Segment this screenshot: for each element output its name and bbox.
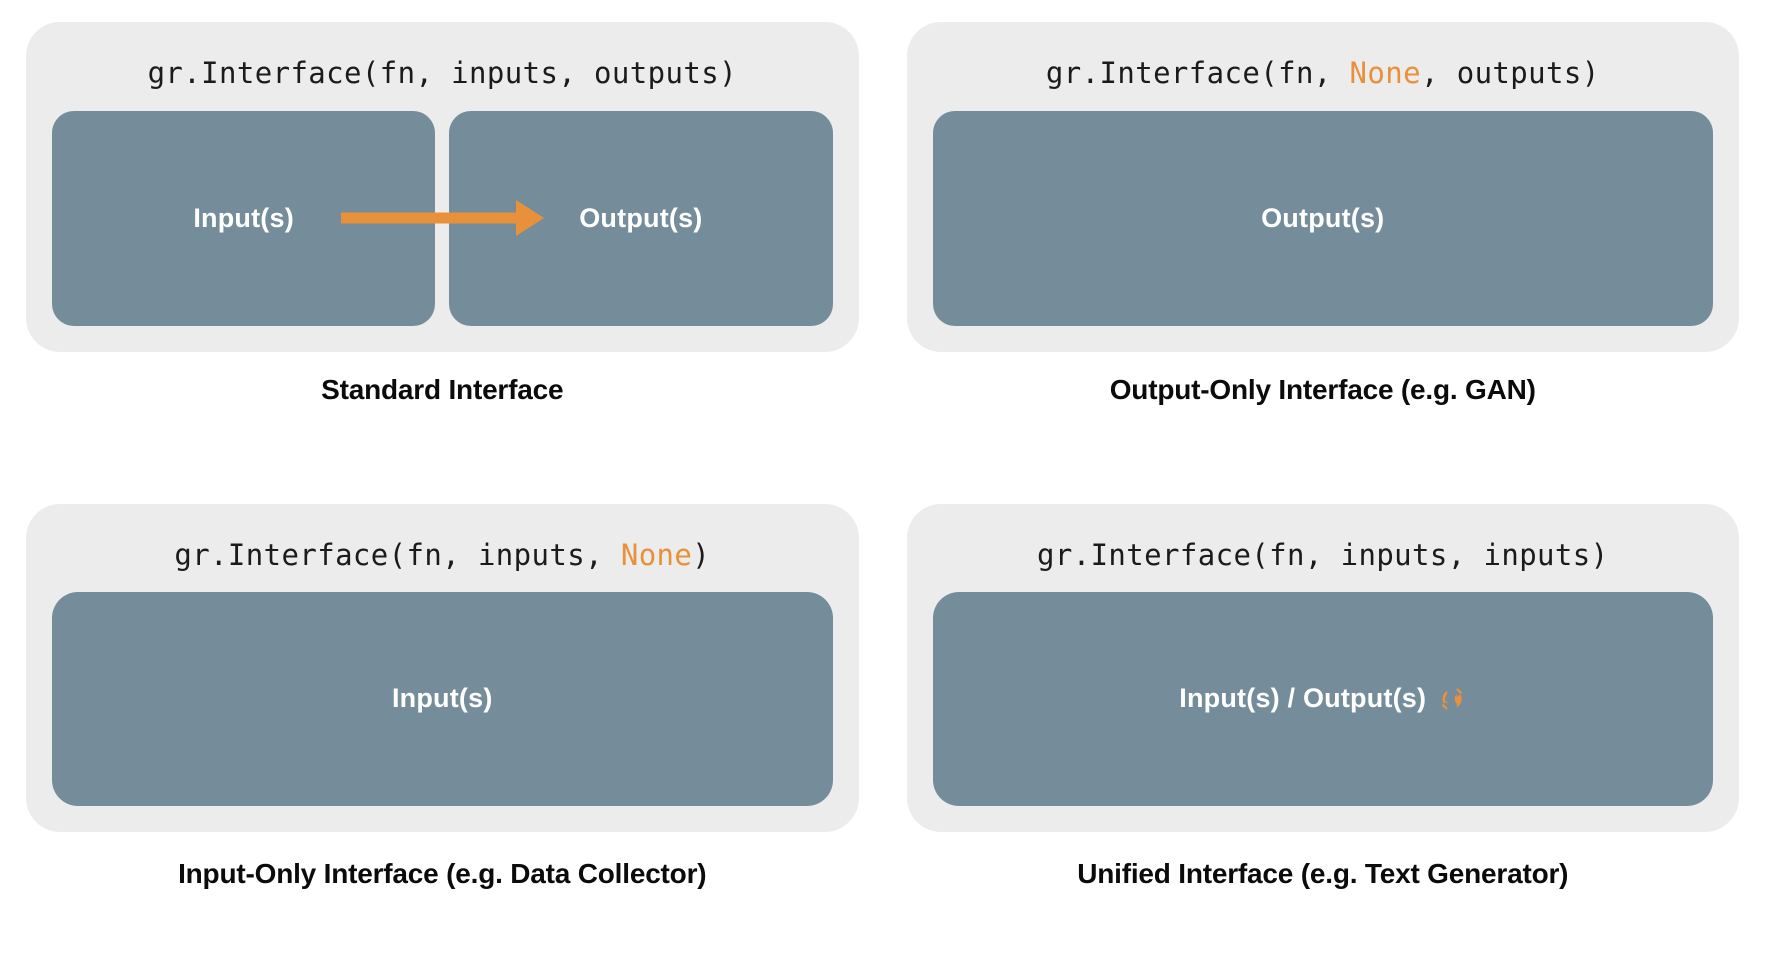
code-highlight: None [1349,56,1421,90]
input-output-box-label: Input(s) / Output(s) [1179,683,1427,714]
input-box: Input(s) [52,592,833,806]
loop-icon [1438,685,1466,713]
code-prefix: gr.Interface(fn, inputs, outputs) [147,56,737,90]
io-box-row: Input(s) / Output(s) [932,592,1713,806]
output-box: Output(s) [449,110,833,326]
panel-caption: Standard Interface [321,374,564,405]
code-signature: gr.Interface(fn, inputs, inputs) [933,522,1714,593]
output-box-label: Output(s) [1261,202,1385,233]
panel-caption: Input-Only Interface (e.g. Data Collecto… [178,857,707,889]
panel-card: gr.Interface(fn, inputs, None) Input(s) [26,503,859,832]
panel-caption: Unified Interface (e.g. Text Generator) [1077,857,1569,889]
io-box-row: Input(s) [52,592,833,806]
panel-card: gr.Interface(fn, None, outputs) Output(s… [906,22,1739,352]
panel-card: gr.Interface(fn, inputs, outputs) Input(… [26,22,859,352]
input-box-label: Input(s) [193,202,294,233]
code-signature: gr.Interface(fn, None, outputs) [933,40,1714,111]
panel-card: gr.Interface(fn, inputs, inputs) Input(s… [906,503,1739,832]
input-box: Input(s) [52,110,436,326]
output-box: Output(s) [932,110,1713,326]
code-prefix: gr.Interface(fn, inputs, [174,537,621,572]
code-highlight: None [620,537,693,572]
panel-unified-interface: gr.Interface(fn, inputs, inputs) Input(s… [906,503,1739,975]
code-signature: gr.Interface(fn, inputs, None) [52,522,833,593]
code-signature: gr.Interface(fn, inputs, outputs) [52,40,833,111]
code-prefix: gr.Interface(fn, inputs, inputs) [1036,537,1609,572]
panel-caption: Output-Only Interface (e.g. GAN) [1109,374,1536,405]
io-box-row: Input(s) Output(s) [52,110,833,326]
code-suffix: ) [692,537,711,572]
panel-output-only-interface: gr.Interface(fn, None, outputs) Output(s… [906,22,1739,494]
input-output-box: Input(s) / Output(s) [932,592,1713,806]
input-box-label: Input(s) [391,683,493,714]
panel-standard-interface: gr.Interface(fn, inputs, outputs) Input(… [26,22,859,494]
panel-input-only-interface: gr.Interface(fn, inputs, None) Input(s) … [26,503,859,975]
code-suffix: , outputs) [1420,56,1600,90]
output-box-label: Output(s) [579,202,703,233]
code-prefix: gr.Interface(fn, [1045,56,1350,90]
io-box-row: Output(s) [932,110,1713,326]
